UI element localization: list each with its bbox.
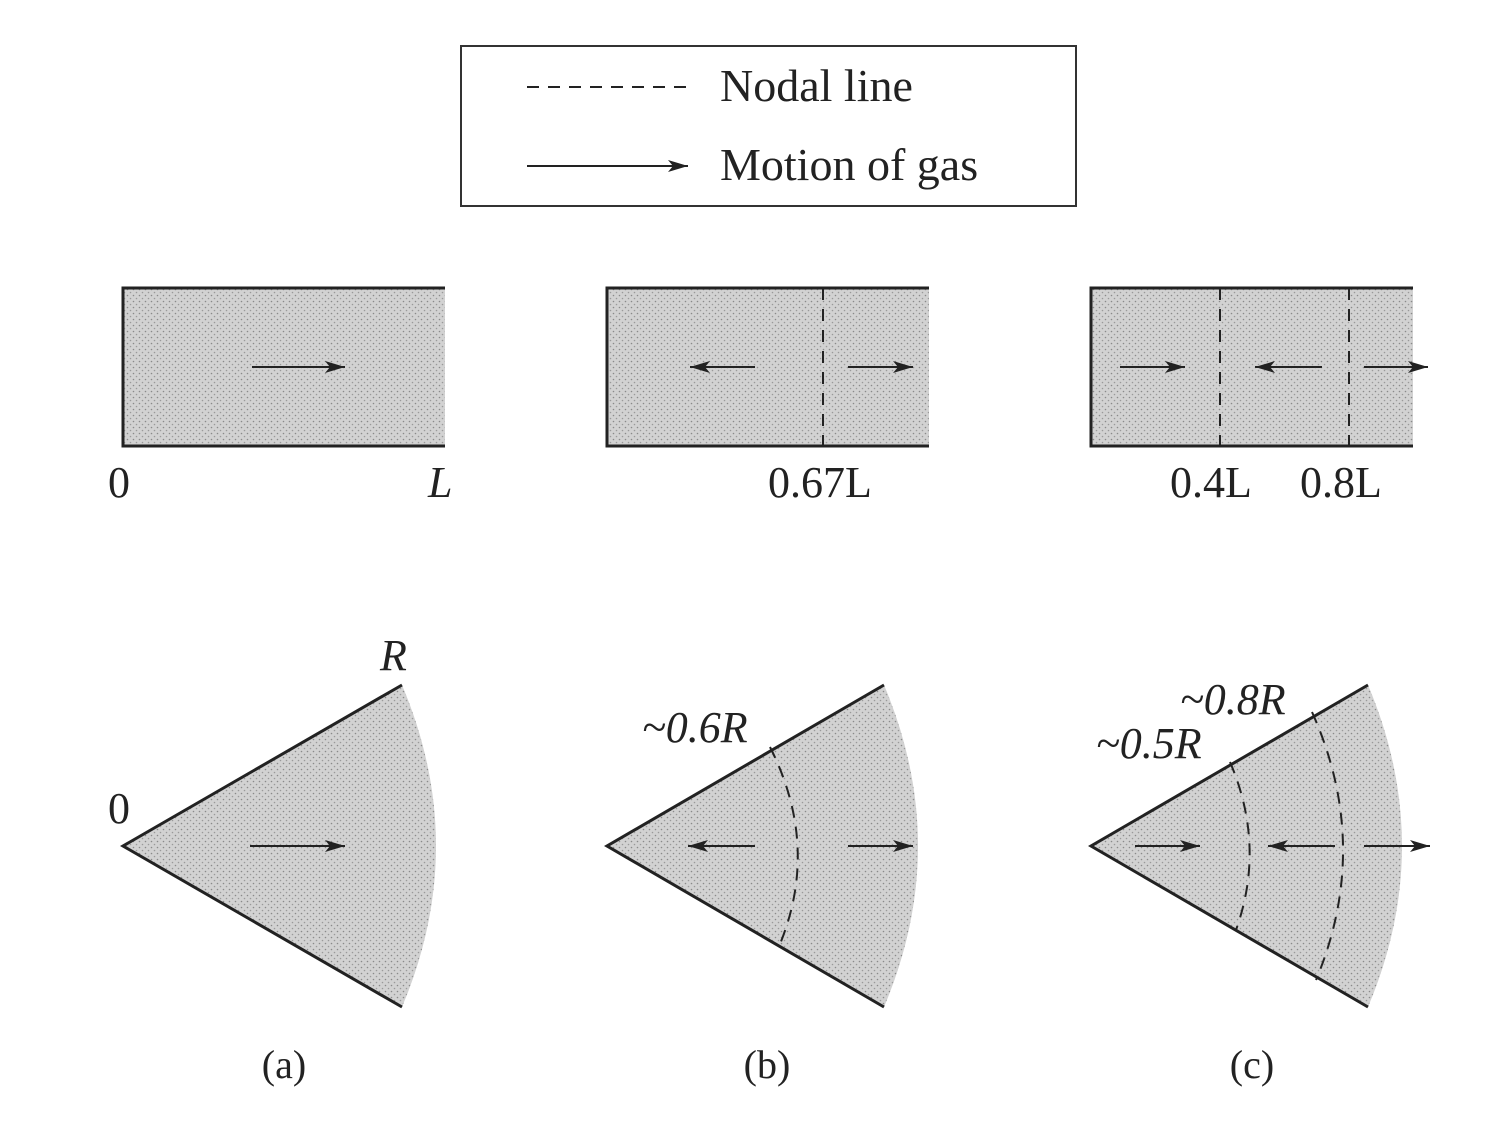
- sector-c-gas: [1091, 685, 1402, 1007]
- caption-c: (c): [1230, 1042, 1274, 1087]
- tube-c-wall: [1089, 286, 1413, 448]
- sector-c-nodal-line-2: [1311, 711, 1345, 981]
- sector-c-wall: [1088, 683, 1369, 1009]
- sector-b-node-label: ~0.6R: [642, 703, 748, 752]
- sector-a: 0 R: [108, 631, 436, 1009]
- caption-a: (a): [262, 1042, 306, 1087]
- tube-c-node-label-1: 0.4L: [1170, 458, 1252, 507]
- legend: Nodal line Motion of gas: [460, 45, 1077, 207]
- sector-c-nodal-line-1: [1229, 761, 1251, 931]
- legend-motion-label: Motion of gas: [720, 139, 978, 190]
- tube-b-wall: [605, 286, 929, 448]
- sector-b-wall: [604, 683, 885, 1009]
- tube-c-node-label-2: 0.8L: [1300, 458, 1382, 507]
- sector-b: ~0.6R: [604, 683, 918, 1009]
- legend-nodal-label: Nodal line: [720, 60, 913, 111]
- sector-c-node-label-2: ~0.8R: [1180, 675, 1286, 724]
- tube-c: 0.4L 0.8L: [1089, 286, 1428, 507]
- sector-c: ~0.5R ~0.8R: [1088, 675, 1430, 1009]
- caption-b: (b): [744, 1042, 791, 1087]
- legend-box: [460, 45, 1077, 207]
- sector-a-wall: [119, 683, 403, 1009]
- tube-b-node-label: 0.67L: [768, 458, 872, 507]
- tube-a-wall: [121, 286, 445, 448]
- tube-a-label-end: L: [427, 458, 452, 507]
- sector-b-nodal-line: [769, 746, 799, 945]
- sector-b-gas: [607, 685, 918, 1007]
- tube-a: 0 L: [108, 286, 452, 507]
- tube-a-label-start: 0: [108, 458, 130, 507]
- sector-a-label-origin: 0: [108, 784, 130, 833]
- tube-b: 0.67L: [605, 286, 929, 507]
- sector-a-label-radius: R: [379, 631, 407, 680]
- sector-c-node-label-1: ~0.5R: [1096, 719, 1202, 768]
